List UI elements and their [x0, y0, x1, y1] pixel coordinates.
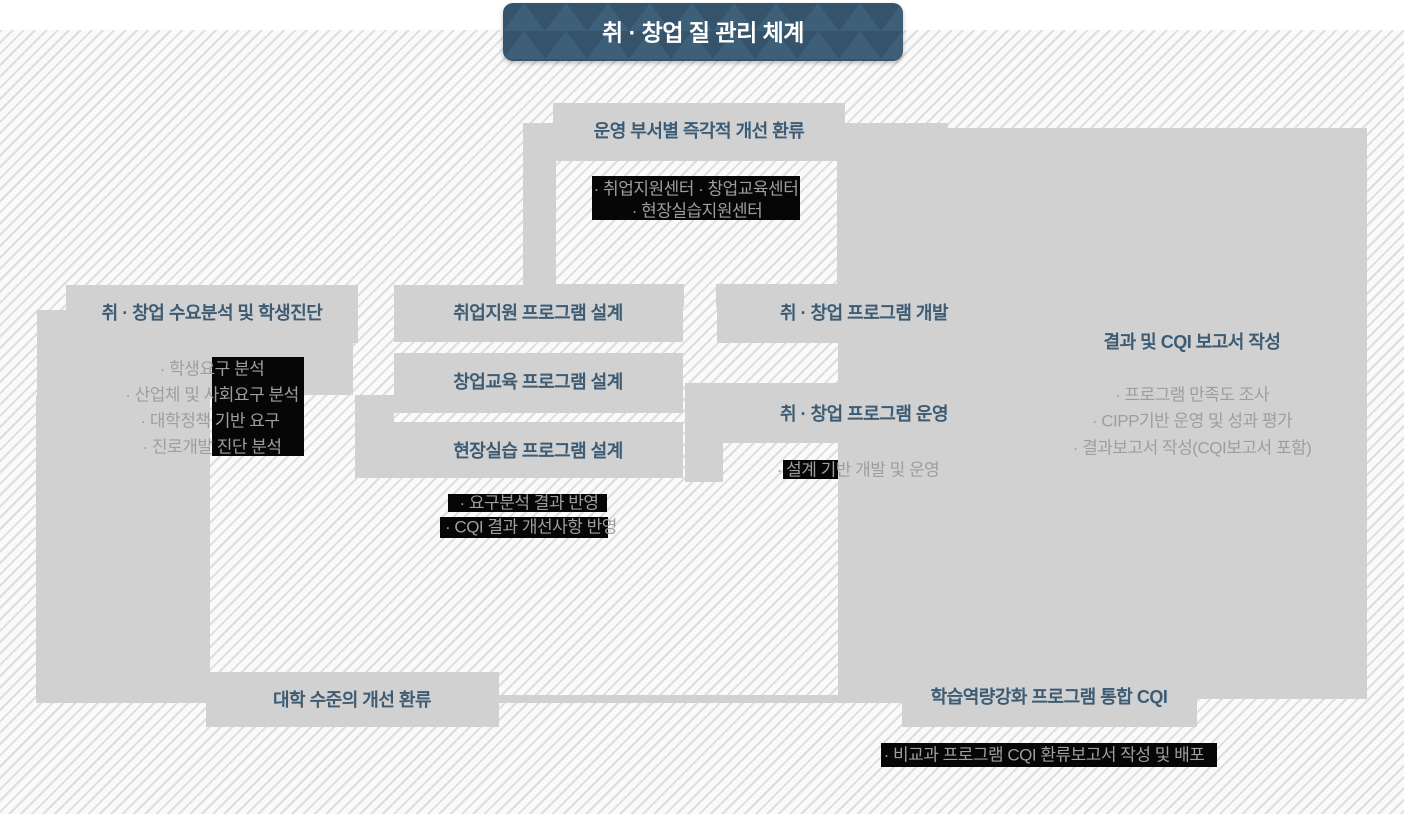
- operate-heading: 취 · 창업 프로그램 운영: [779, 404, 949, 424]
- univ-feedback-block: [206, 672, 499, 727]
- ops-centers-line-1: · 취업지원센터 · 창업교육센터: [593, 179, 799, 199]
- report-item-1: · 프로그램 만족도 조사: [1114, 385, 1270, 405]
- highlight-design-note-1: [448, 494, 607, 512]
- integrated-cqi-block: [902, 672, 1197, 727]
- design-block-2: [394, 353, 683, 413]
- ops-feedback-heading: 운영 부서별 즉각적 개선 환류: [593, 121, 805, 141]
- design-block-1: [394, 285, 683, 342]
- develop-heading: 취 · 창업 프로그램 개발: [779, 303, 949, 323]
- design-note-2: · CQI 결과 개선사항 반영: [445, 517, 617, 537]
- highlight-operate-note: [783, 460, 838, 479]
- design-block-left-extension: [355, 395, 394, 478]
- highlight-design-note-2: [440, 517, 608, 538]
- design-note-1: · 요구분석 결과 반영: [459, 493, 599, 513]
- highlight-ops-centers: [592, 176, 800, 220]
- design-heading-2: 창업교육 프로그램 설계: [453, 372, 623, 392]
- integrated-cqi-heading: 학습역량강화 프로그램 통합 CQI: [930, 687, 1168, 707]
- highlight-bottom-note: [881, 743, 1217, 767]
- report-item-2: · CIPP기반 운영 및 성과 평가: [1091, 411, 1293, 431]
- design-block-3: [394, 422, 683, 478]
- ops-feedback-left-column: [523, 123, 556, 307]
- report-item-3: · 결과보고서 작성(CQI보고서 포함): [1072, 438, 1312, 458]
- highlight-analysis-items: [212, 357, 304, 456]
- operate-block: [723, 383, 838, 443]
- analysis-item-3: · 대학정책 기반 요구: [140, 411, 280, 431]
- analysis-heading: 취 · 창업 수요분석 및 학생진단: [101, 303, 323, 323]
- integrated-cqi-note: · 비교과 프로그램 CQI 환류보고서 작성 및 배포: [883, 745, 1205, 765]
- operate-left-wing: [685, 383, 723, 482]
- analysis-left-column: [36, 395, 210, 703]
- analysis-item-4: · 진로개발 진단 분석: [142, 437, 282, 457]
- analysis-item-1: · 학생요구 분석: [159, 359, 265, 379]
- operate-note: · 설계 기반 개발 및 운영: [776, 460, 940, 480]
- design-heading-1: 취업지원 프로그램 설계: [453, 303, 623, 323]
- analysis-item-2: · 산업체 및 사회요구 분석: [125, 385, 299, 405]
- page-title: 취 · 창업 질 관리 체계: [602, 19, 804, 46]
- title-banner: [503, 3, 903, 61]
- triangle-pattern-texture: [503, 3, 903, 61]
- ops-centers-line-2: · 현장실습지원센터: [631, 201, 763, 221]
- bottom-connector-band: [499, 695, 902, 703]
- ops-feedback-header-block: [553, 103, 845, 161]
- report-heading: 결과 및 CQI 보고서 작성: [1103, 332, 1281, 352]
- univ-feedback-heading: 대학 수준의 개선 환류: [272, 690, 432, 710]
- design-heading-3: 현장실습 프로그램 설계: [453, 441, 623, 461]
- report-block: [845, 128, 1367, 699]
